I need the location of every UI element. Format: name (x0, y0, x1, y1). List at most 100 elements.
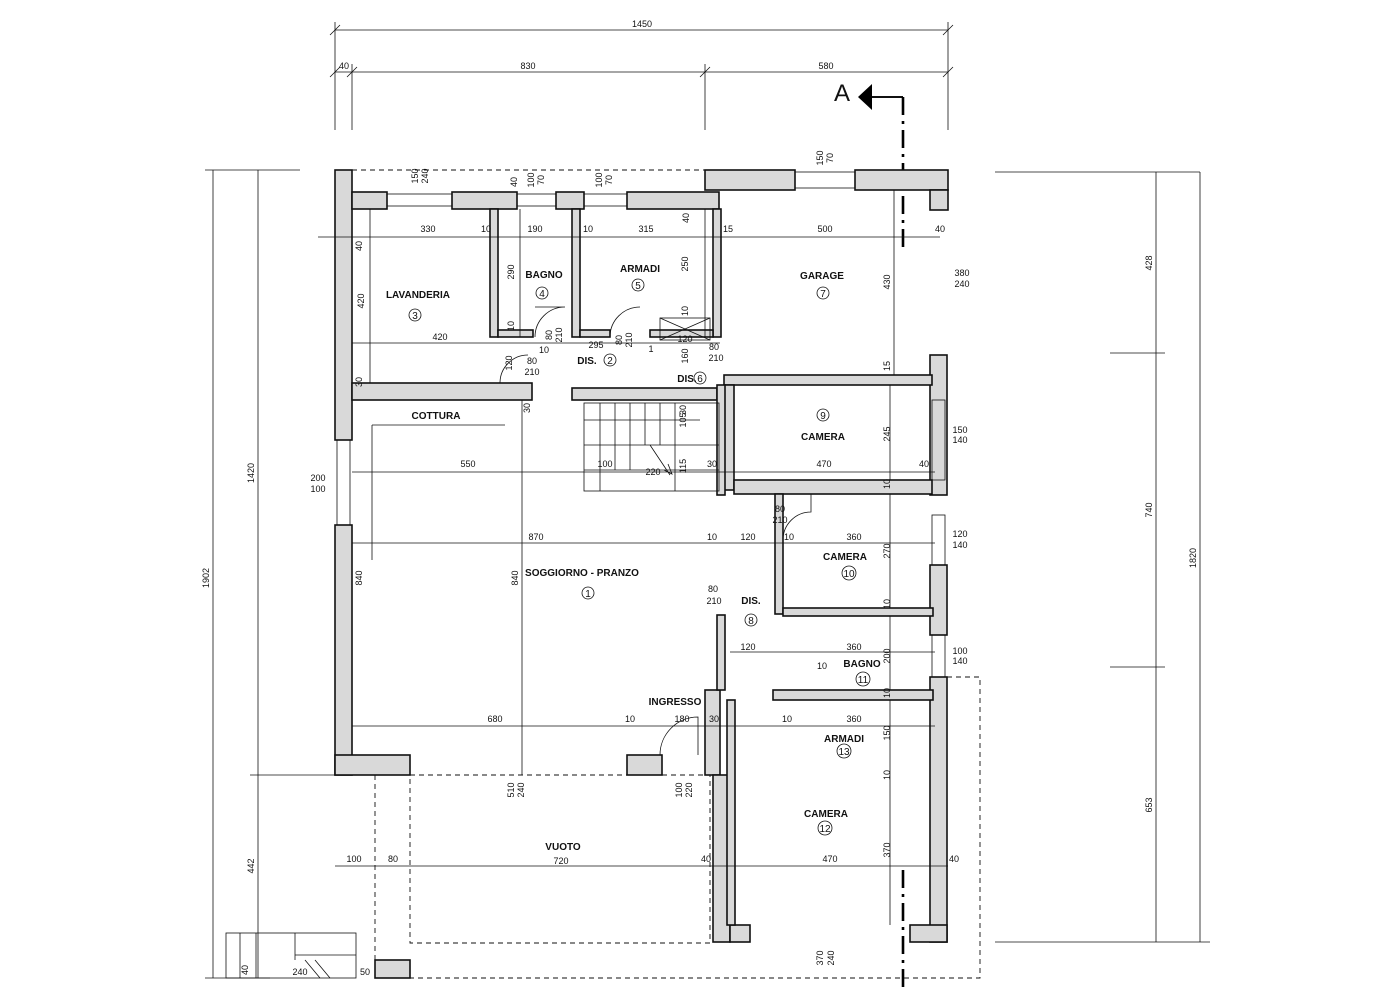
dim-armadi13-width: 360 (846, 714, 861, 724)
win-garage-a: 150 (815, 150, 825, 165)
win-lav-top: 150 (410, 168, 420, 183)
win-sogg-bottom-b: 240 (516, 782, 526, 797)
dim-camera9-width: 470 (816, 459, 831, 469)
room-name-camera-12: CAMERA (804, 809, 848, 820)
dim-dis2-10: 10 (539, 345, 549, 355)
dim-camera10-10b: 10 (882, 599, 892, 609)
dim-right-bottom: 653 (1144, 797, 1154, 812)
dim-left-lower: 442 (246, 858, 256, 873)
room-name-garage: GARAGE (800, 271, 844, 282)
dim-right-total: 1820 (1188, 548, 1198, 568)
dim-camera9-40: 40 (919, 459, 929, 469)
dim-bottom-40c: 40 (240, 965, 250, 975)
dim-stair-30: 30 (707, 459, 717, 469)
win-bagno11-b: 140 (952, 656, 967, 666)
dim-garage-15: 15 (723, 224, 733, 234)
room-number-bagno-11: 11 (858, 675, 869, 686)
room-number-circle (816, 286, 830, 300)
win-armadi-b: 70 (604, 175, 614, 185)
room-number-circle (836, 743, 852, 759)
dim-bottom-40b: 40 (949, 854, 959, 864)
dim-ingresso-680: 680 (487, 714, 502, 724)
dim-armadi13-150: 150 (882, 725, 892, 740)
dim-stair-115: 115 (678, 459, 688, 473)
dim-stair-220: 220 (645, 467, 660, 477)
room-number-armadi-13: 13 (838, 747, 850, 758)
dim-left-upper: 1420 (246, 463, 256, 483)
room-name-lavanderia: LAVANDERIA (386, 290, 450, 301)
dim-top-total: 1450 (632, 19, 652, 29)
win-garage-b: 70 (825, 153, 835, 163)
win-sogg-bottom-a: 510 (506, 782, 516, 797)
room-name-dis-6: DIS. (677, 374, 697, 385)
win-camera9-b: 140 (952, 435, 967, 445)
win-camera10-b: 140 (952, 540, 967, 550)
section-cut-line (858, 84, 905, 990)
dim-bottom-240: 240 (292, 967, 307, 977)
door-armadi-b: 210 (624, 332, 634, 347)
win-armadi-a: 100 (594, 172, 604, 187)
section-marker-label: A (834, 80, 850, 107)
dim-ingresso-180: 180 (674, 714, 689, 724)
dim-top-left-margin: 40 (339, 61, 349, 71)
room-name-camera-9: CAMERA (801, 432, 845, 443)
door-ingresso-b: 220 (684, 782, 694, 797)
room-number-circle (841, 565, 857, 581)
room-number-dis-8: 8 (748, 616, 754, 627)
dim-bagno11-10b: 10 (882, 688, 892, 698)
room-number-circle (631, 278, 645, 292)
door-dis8-b: 210 (706, 596, 721, 606)
garage-door-a: 380 (954, 268, 969, 278)
room-name-bagno-11: BAGNO (843, 659, 880, 670)
dim-sogg-870: 870 (528, 532, 543, 542)
garage-door-b: 240 (954, 279, 969, 289)
room-number-dis-6: 6 (697, 374, 703, 385)
dim-lav-30: 30 (354, 377, 364, 387)
dim-camera10-270: 270 (882, 543, 892, 558)
dim-armadi13-10: 10 (782, 714, 792, 724)
room-name-dis-8: DIS. (741, 596, 761, 607)
dim-camera10-10: 10 (784, 532, 794, 542)
dim-left-total: 1902 (201, 568, 211, 588)
dim-garage-15b: 15 (882, 361, 892, 371)
top-dimension-lines (329, 22, 954, 130)
dim-bottom-40a: 40 (701, 854, 711, 864)
windows (336, 171, 946, 678)
win-camera12-a: 370 (815, 950, 825, 965)
dim-stair-30b: 30 (678, 405, 688, 415)
door-camera10-b: 210 (772, 515, 787, 525)
dim-camera9-245: 245 (882, 426, 892, 441)
door-lav-c: 210 (524, 367, 539, 377)
room-number-lavanderia: 3 (412, 311, 418, 322)
win-bagno11-a: 100 (952, 646, 967, 656)
room-name-cottura: COTTURA (412, 411, 461, 422)
win-lav-bottom: 240 (420, 168, 430, 183)
right-dimension-lines (995, 171, 1210, 943)
room-number-circle (535, 286, 549, 300)
win-bagno-b: 100 (526, 172, 536, 187)
dim-lav-40: 40 (354, 241, 364, 251)
dim-bagno11-120: 120 (740, 642, 755, 652)
dim-sogg-840l: 840 (354, 570, 364, 585)
interior-dimension-lines (318, 190, 948, 925)
dim-ingresso-10: 10 (625, 714, 635, 724)
dim-stair-105: 105 (678, 412, 688, 427)
dim-lav-10: 10 (481, 224, 491, 234)
room-name-bagno-4: BAGNO (525, 270, 562, 281)
dim-bottom-left-b: 80 (388, 854, 398, 864)
door-dis6-a: 80 (709, 342, 719, 352)
dim-garage-40: 40 (935, 224, 945, 234)
win-sogg-a: 200 (310, 473, 325, 483)
dim-armadi-40: 40 (681, 213, 691, 223)
dim-stair-100: 100 (597, 459, 612, 469)
win-camera12-b: 240 (826, 950, 836, 965)
win-bagno-a: 40 (509, 177, 519, 187)
dim-sogg-840v: 840 (510, 570, 520, 585)
dim-armadi-10b: 10 (680, 306, 690, 316)
walls (334, 169, 949, 979)
room-number-camera-12: 12 (819, 824, 831, 835)
dim-right-mid: 740 (1144, 502, 1154, 517)
door-dis8-a: 80 (708, 584, 718, 594)
dim-sogg-10: 10 (707, 532, 717, 542)
